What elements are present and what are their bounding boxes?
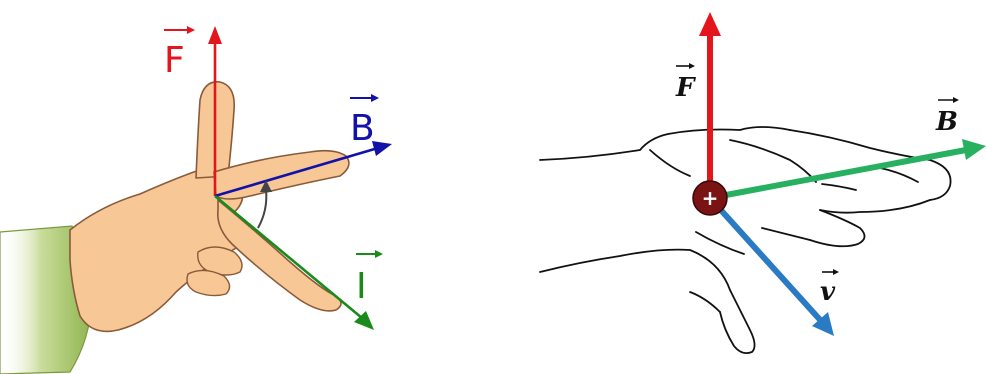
current-vector-left	[214, 194, 374, 330]
velocity-vector-right	[707, 195, 834, 336]
left-figure: F B I	[0, 26, 392, 374]
charge-symbol: +	[702, 186, 719, 210]
field-label-text-left: B	[350, 108, 375, 149]
current-label-text-left: I	[356, 266, 367, 307]
force-label-text-right: F	[675, 73, 696, 103]
field-label-text-right: B	[935, 107, 958, 137]
force-vector-right	[699, 12, 721, 198]
curled-finger-2	[186, 269, 231, 297]
field-vector-left	[214, 141, 392, 198]
force-label-text-left: F	[164, 40, 185, 81]
hand-outline	[539, 126, 952, 355]
velocity-label-right: v	[820, 269, 839, 307]
middle-finger	[216, 199, 342, 312]
force-label-left: F	[164, 26, 195, 81]
positive-charge: +	[692, 180, 728, 216]
field-vector-right	[709, 139, 986, 201]
force-label-right: F	[675, 63, 696, 103]
curled-finger-1	[197, 246, 243, 276]
field-label-left: B	[350, 94, 379, 149]
right-figure: + F B v	[539, 12, 986, 355]
velocity-label-text-right: v	[820, 277, 836, 307]
index-finger	[213, 149, 350, 200]
field-label-right: B	[935, 97, 959, 137]
current-label-left: I	[356, 250, 383, 307]
force-vector-left	[208, 26, 222, 196]
rotation-arrow	[257, 180, 272, 229]
